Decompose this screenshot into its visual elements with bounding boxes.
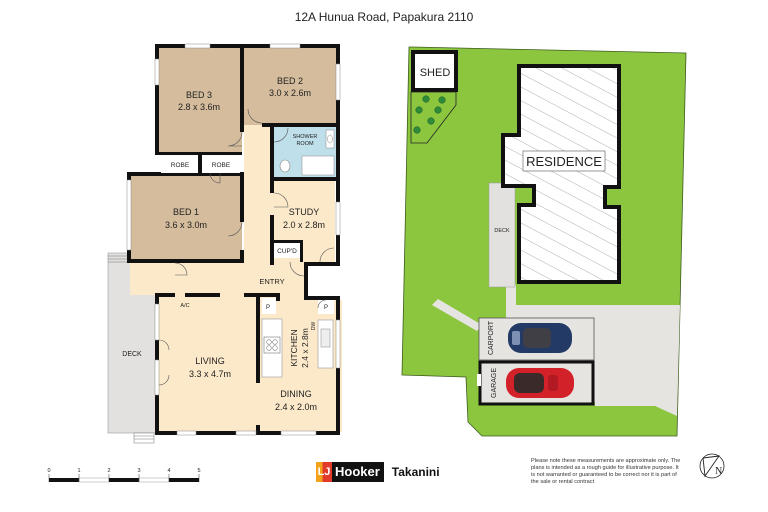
office-name: Takanini [391, 465, 440, 479]
study-size: 2.0 x 2.8m [283, 220, 325, 230]
lj-hooker-logo: LJ Hooker Takanini [316, 462, 440, 482]
path-paving [432, 299, 482, 331]
bed3-size: 2.8 x 3.6m [178, 102, 220, 112]
deck-steps-top [108, 255, 128, 263]
bed3-label: BED 3 [186, 90, 212, 100]
scale-tick-3: 3 [137, 468, 140, 474]
garage-door-gap [477, 374, 481, 386]
deck-label: DECK [122, 351, 142, 358]
scale-tick-4: 4 [167, 468, 170, 474]
door-swings [158, 108, 335, 386]
robe1-floor [162, 155, 198, 173]
windows [126, 43, 341, 436]
cupd-label: CUP'D [277, 248, 297, 255]
shed-label: SHED [420, 67, 451, 79]
path-to-deck [506, 285, 516, 315]
entry-porch [307, 262, 337, 298]
robe2-floor [202, 155, 240, 173]
kitchen-size: 2.4 x 2.8m [300, 328, 310, 368]
site-plan: DECK RESIDENCE SHED CARPORT GARAGE [401, 46, 687, 437]
bed2-size: 3.0 x 2.6m [269, 88, 311, 98]
living-label: LIVING [195, 356, 225, 366]
kitchen-island [261, 318, 283, 378]
scale-tick-5: 5 [197, 468, 200, 474]
robe2-label: ROBE [212, 162, 231, 169]
floor-plan: BED 3 2.8 x 3.6m BED 2 3.0 x 2.6m SHOWER… [107, 43, 342, 444]
toilet [279, 159, 291, 173]
car-garage-icon [506, 368, 574, 398]
robe1-label: ROBE [171, 162, 190, 169]
site-deck [488, 182, 516, 288]
bed1-floor [130, 175, 242, 260]
shed [411, 50, 458, 92]
shower-room-label-1: SHOWER [293, 134, 318, 140]
bed2-label: BED 2 [277, 76, 303, 86]
living-size: 3.3 x 4.7m [189, 369, 231, 379]
pantry2-floor [318, 298, 334, 314]
residence-label: RESIDENCE [526, 154, 602, 169]
shower-room-label-2: ROOM [296, 141, 314, 147]
scale-tick-0: 0 [47, 468, 50, 474]
residence-outline [501, 64, 621, 284]
bathtub [301, 155, 335, 176]
dishwasher-label: DW [311, 322, 317, 331]
pantry1-label: P [266, 305, 270, 311]
lj-logo-name: Hooker [332, 462, 384, 482]
carport-label: CARPORT [488, 320, 495, 355]
bed3-floor [158, 47, 242, 153]
bed1-size: 3.6 x 3.0m [165, 220, 207, 230]
cooktop-icon [263, 336, 281, 354]
tree-icons [413, 95, 446, 134]
car-carport-icon [508, 323, 572, 353]
walls [127, 44, 340, 435]
sink-icon [320, 328, 331, 348]
study-label: STUDY [289, 207, 320, 217]
site-deck-label: DECK [494, 228, 510, 234]
deck-steps-bottom [133, 432, 155, 444]
garden-bed [410, 91, 457, 144]
kitchen-label: KITCHEN [289, 329, 299, 366]
scale-tick-2: 2 [107, 468, 110, 474]
scale-bar: 0 1 2 3 4 5 [47, 468, 201, 483]
cupd-floor [274, 242, 300, 258]
pantry1-floor [262, 298, 276, 314]
garage-label: GARAGE [491, 368, 498, 398]
dining-size: 2.4 x 2.0m [275, 402, 317, 412]
scale-tick-1: 1 [77, 468, 80, 474]
property-address-title: 12A Hunua Road, Papakura 2110 [294, 10, 474, 24]
residence-label-box [522, 150, 606, 172]
bed2-floor [244, 47, 336, 125]
north-compass-icon: N [699, 453, 725, 479]
entry-label: ENTRY [259, 277, 284, 286]
bed1-label: BED 1 [173, 207, 199, 217]
lj-logo-mark: LJ [316, 462, 332, 482]
disclaimer-text: Please note these measurements are appro… [531, 458, 681, 485]
dining-label: DINING [280, 389, 312, 399]
compass-label: N [715, 466, 722, 477]
living-zone [130, 125, 342, 432]
pantry2-label: P [324, 305, 328, 311]
ac-label: A/C [180, 303, 189, 309]
